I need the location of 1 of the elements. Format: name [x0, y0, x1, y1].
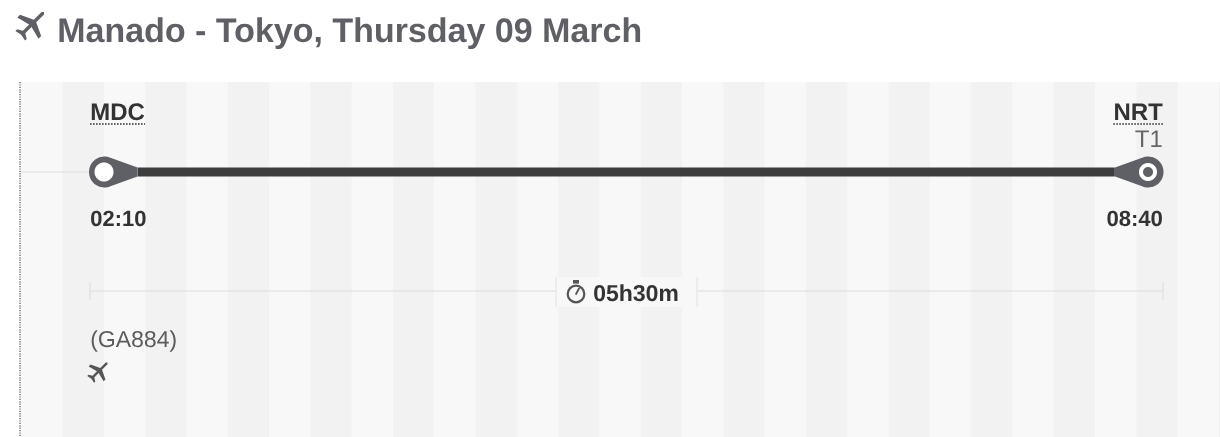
title: Manado - Tokyo, Thursday 09 March: [59, 17, 641, 50]
